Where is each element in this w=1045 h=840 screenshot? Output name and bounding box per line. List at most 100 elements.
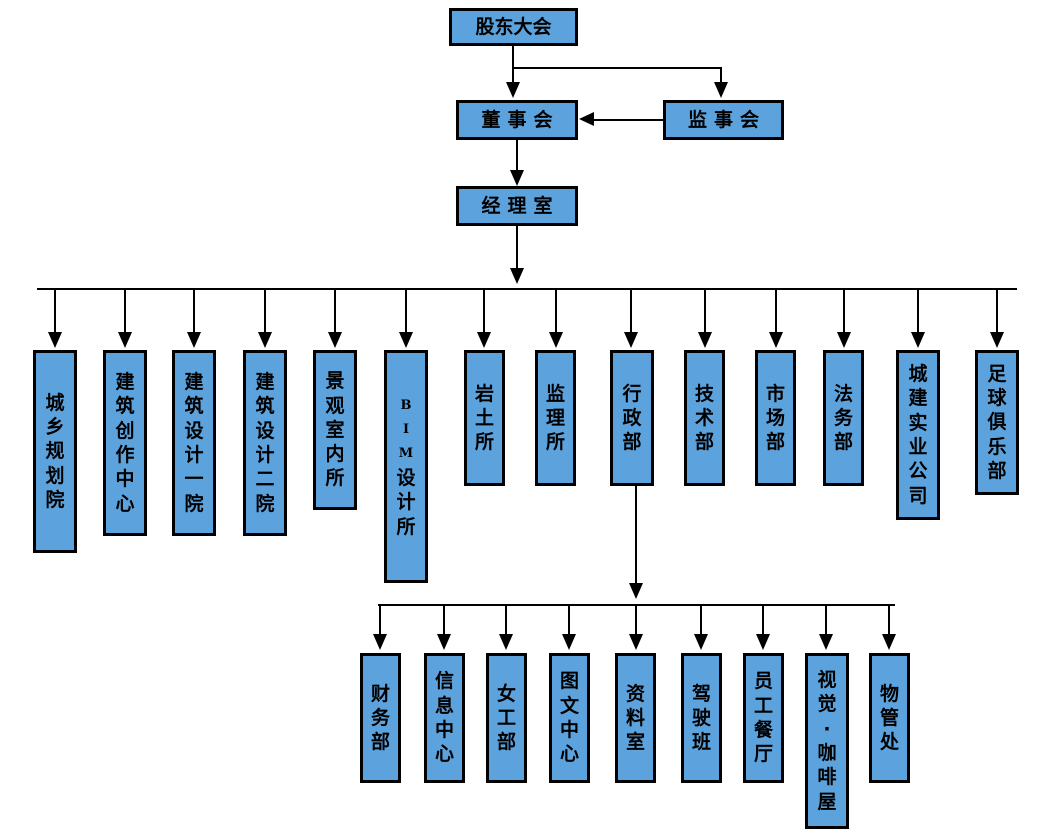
glyph: 城 bbox=[908, 363, 928, 386]
node-manager-office[interactable]: 经理室 bbox=[456, 186, 578, 226]
glyph: 室 bbox=[625, 731, 645, 754]
connector-to-board-supervisors bbox=[720, 67, 722, 85]
node-visual-coffee-house[interactable]: 视 觉 · 咖 啡 屋 bbox=[805, 653, 849, 829]
arrow-to-board-directors bbox=[506, 82, 520, 98]
glyph: 班 bbox=[691, 731, 711, 754]
glyph: 计 bbox=[396, 491, 416, 514]
node-driving-team[interactable]: 驾 驶 班 bbox=[681, 653, 722, 783]
node-finance-department[interactable]: 财 务 部 bbox=[360, 653, 401, 783]
glyph: 筑 bbox=[184, 395, 204, 418]
connector-directors-to-manager bbox=[516, 140, 518, 173]
glyph: 图 bbox=[559, 670, 579, 693]
glyph: 文 bbox=[559, 694, 579, 717]
arrow-drop-6 bbox=[399, 332, 413, 348]
arrow-drop-13 bbox=[911, 332, 925, 348]
node-administration-department[interactable]: 行 政 部 bbox=[610, 350, 654, 486]
node-property-management-office[interactable]: 物 管 处 bbox=[869, 653, 910, 783]
arrow-drop-14 bbox=[990, 332, 1004, 348]
node-geotechnical-institute[interactable]: 岩 土 所 bbox=[464, 350, 505, 486]
node-architectural-design-institute-1[interactable]: 建 筑 设 计 一 院 bbox=[172, 350, 216, 536]
glyph: 法 bbox=[833, 382, 853, 405]
node-staff-canteen[interactable]: 员 工 餐 厅 bbox=[743, 653, 784, 783]
glyph: 实 bbox=[908, 411, 928, 434]
node-landscape-interior-institute[interactable]: 景 观 室 内 所 bbox=[313, 350, 357, 510]
glyph: 工 bbox=[753, 694, 773, 717]
connector-drop-1 bbox=[54, 288, 56, 335]
connector-shareholders-split-bar bbox=[512, 67, 721, 69]
node-supervision-institute[interactable]: 监 理 所 bbox=[535, 350, 576, 486]
glyph: 部 bbox=[496, 731, 516, 754]
connector-sub-drop-3 bbox=[505, 604, 507, 637]
node-bim-design-institute[interactable]: B I M 设 计 所 bbox=[384, 350, 428, 583]
glyph: 司 bbox=[908, 484, 928, 507]
glyph: 划 bbox=[45, 464, 65, 487]
glyph: 心 bbox=[434, 743, 454, 766]
glyph: 规 bbox=[45, 440, 65, 463]
node-technology-department[interactable]: 技 术 部 bbox=[684, 350, 725, 486]
glyph: 女 bbox=[496, 682, 516, 705]
connector-sub-drop-8 bbox=[825, 604, 827, 637]
glyph: · bbox=[823, 717, 831, 740]
node-archives-room[interactable]: 资 料 室 bbox=[615, 653, 656, 783]
glyph: 餐 bbox=[753, 719, 773, 741]
arrow-sub-drop-6 bbox=[694, 634, 708, 650]
node-board-of-directors[interactable]: 董事会 bbox=[456, 100, 578, 140]
node-shareholders-meeting[interactable]: 股东大会 bbox=[449, 8, 578, 46]
glyph: 心 bbox=[115, 492, 135, 515]
glyph: 建 bbox=[115, 371, 135, 394]
glyph: 建 bbox=[255, 371, 275, 394]
glyph: 乐 bbox=[987, 435, 1007, 458]
glyph: 岩 bbox=[474, 382, 494, 405]
node-label: 股东大会 bbox=[475, 15, 552, 38]
glyph: 务 bbox=[833, 406, 853, 429]
glyph: 院 bbox=[184, 492, 204, 515]
glyph: 内 bbox=[325, 443, 345, 466]
glyph: 计 bbox=[184, 444, 204, 466]
node-architectural-design-institute-2[interactable]: 建 筑 设 计 二 院 bbox=[243, 350, 287, 536]
glyph: 厅 bbox=[753, 743, 773, 766]
glyph: 啡 bbox=[817, 766, 837, 789]
arrow-manager-to-departments bbox=[510, 268, 524, 284]
node-urban-rural-planning-institute[interactable]: 城 乡 规 划 院 bbox=[33, 350, 77, 553]
glyph: 理 bbox=[545, 406, 565, 429]
glyph: 处 bbox=[879, 731, 899, 754]
node-football-club[interactable]: 足 球 俱 乐 部 bbox=[975, 350, 1019, 495]
arrow-drop-12 bbox=[837, 332, 851, 348]
node-information-center[interactable]: 信 息 中 心 bbox=[424, 653, 465, 783]
glyph: 务 bbox=[370, 706, 390, 729]
glyph: M bbox=[398, 446, 414, 462]
glyph: 资 bbox=[625, 682, 645, 705]
arrow-sub-drop-4 bbox=[562, 634, 576, 650]
node-legal-department[interactable]: 法 务 部 bbox=[823, 350, 864, 486]
node-label: 经理室 bbox=[481, 194, 560, 217]
node-label: 董事会 bbox=[481, 108, 560, 131]
glyph: 部 bbox=[987, 459, 1007, 482]
node-board-of-supervisors[interactable]: 监事会 bbox=[663, 100, 784, 140]
arrow-drop-11 bbox=[769, 332, 783, 348]
glyph: 院 bbox=[45, 488, 65, 511]
glyph: 部 bbox=[370, 731, 390, 754]
node-graphics-text-center[interactable]: 图 文 中 心 bbox=[549, 653, 590, 783]
connector-supervisors-to-directors bbox=[594, 119, 663, 121]
glyph: 公 bbox=[908, 460, 928, 483]
node-womens-work-department[interactable]: 女 工 部 bbox=[486, 653, 527, 783]
glyph: 业 bbox=[908, 436, 928, 458]
glyph: 景 bbox=[325, 370, 345, 393]
connector-drop-10 bbox=[704, 288, 706, 335]
connector-drop-14 bbox=[996, 288, 998, 335]
connector-sub-drop-6 bbox=[700, 604, 702, 637]
glyph: 息 bbox=[434, 694, 454, 717]
node-architecture-creation-center[interactable]: 建 筑 创 作 中 心 bbox=[103, 350, 147, 536]
connector-sub-drop-1 bbox=[379, 604, 381, 637]
arrow-drop-1 bbox=[48, 332, 62, 348]
glyph: 所 bbox=[474, 431, 494, 454]
arrow-drop-3 bbox=[187, 332, 201, 348]
glyph: 乡 bbox=[45, 416, 65, 439]
connector-departments-bus bbox=[37, 288, 1017, 290]
glyph: 计 bbox=[255, 444, 275, 466]
glyph: 部 bbox=[694, 431, 714, 454]
arrow-sub-drop-5 bbox=[629, 634, 643, 650]
glyph: 管 bbox=[879, 706, 899, 729]
node-marketing-department[interactable]: 市 场 部 bbox=[755, 350, 796, 486]
node-urban-construction-industrial-company[interactable]: 城 建 实 业 公 司 bbox=[896, 350, 940, 520]
